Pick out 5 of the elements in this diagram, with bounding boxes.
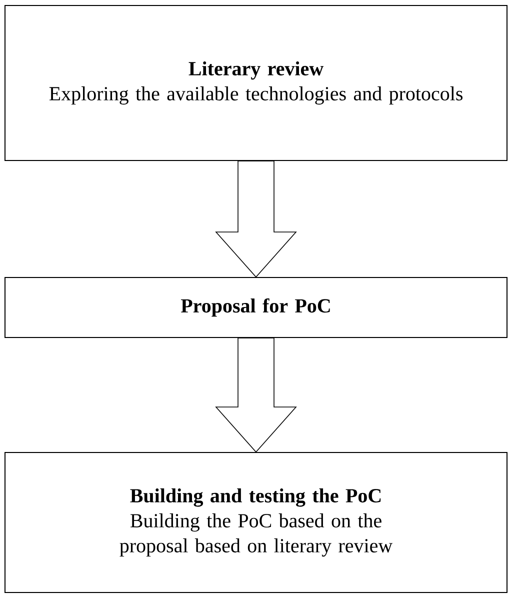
process-box: Building and testing the PoC Building the PoC based on the proposal based on literary review: [4, 452, 508, 593]
process-box: Proposal for PoC: [4, 277, 508, 338]
block-arrow: [215, 160, 297, 278]
block-arrow: [215, 338, 297, 453]
process-box: Literary review Exploring the available technologies and protocols: [4, 5, 508, 161]
